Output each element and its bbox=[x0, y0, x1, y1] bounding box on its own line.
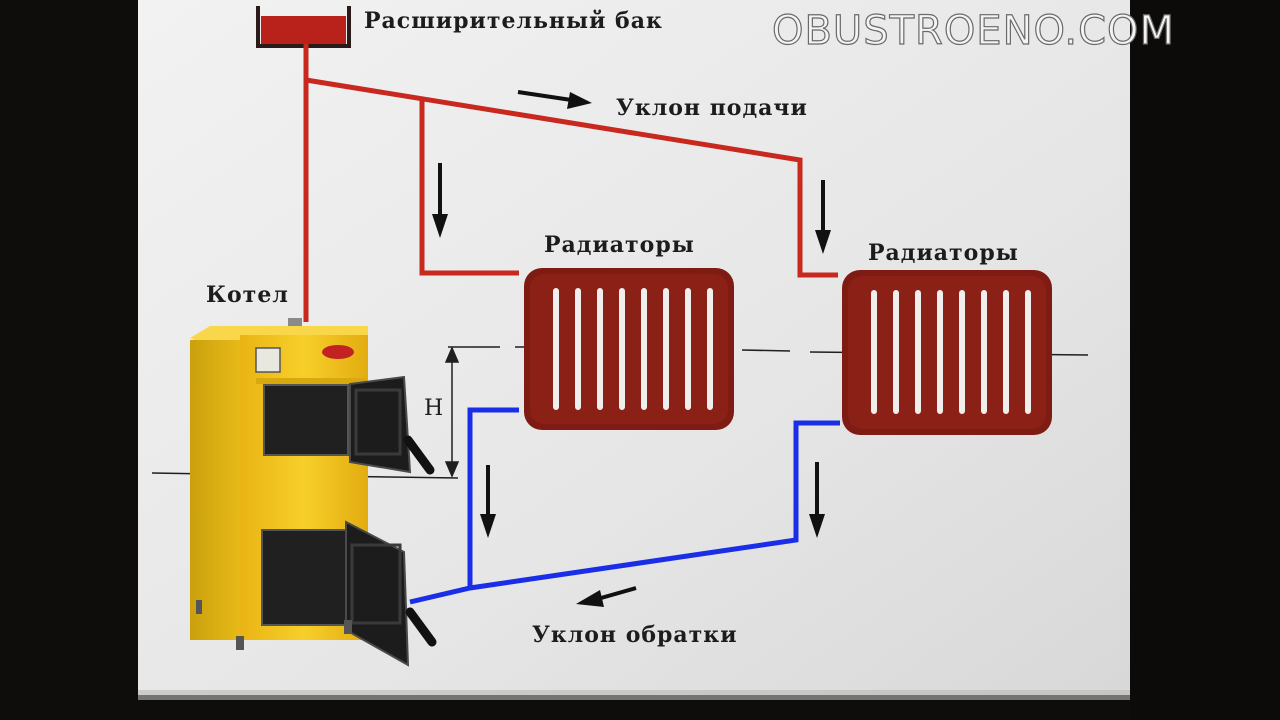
radiator-left bbox=[524, 268, 734, 430]
supply-slope-label: Уклон подачи bbox=[616, 95, 808, 121]
height-label: H bbox=[424, 396, 445, 421]
boiler-label: Котел bbox=[206, 282, 289, 308]
flow-arrows bbox=[432, 90, 831, 607]
expansion-tank-label: Расширительный бак bbox=[364, 8, 663, 34]
radiators-left-label: Радиаторы bbox=[544, 232, 695, 258]
watermark: OBUSTROENO.COM bbox=[771, 7, 1176, 54]
radiators-right-label: Радиаторы bbox=[868, 240, 1019, 266]
return-slope-label: Уклон обратки bbox=[532, 622, 738, 648]
boiler bbox=[190, 326, 437, 667]
slide-bottom-shadow bbox=[138, 690, 1130, 700]
height-dimension bbox=[444, 346, 460, 478]
return-pipe bbox=[409, 407, 840, 605]
supply-pipe bbox=[303, 44, 838, 322]
arrow-supply-slope bbox=[517, 90, 579, 103]
radiator-right bbox=[842, 270, 1052, 435]
projection-edge bbox=[1130, 0, 1280, 720]
